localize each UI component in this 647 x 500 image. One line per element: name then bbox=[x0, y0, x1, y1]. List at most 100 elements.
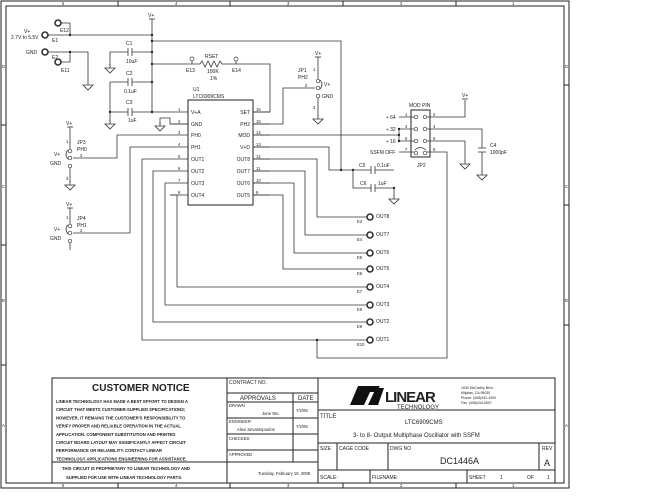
zone-col: 1 bbox=[512, 1, 515, 6]
e1-label: E1 bbox=[52, 38, 58, 44]
vin-range-label: 2.7V to 5.5V bbox=[11, 35, 39, 41]
c1-label: C1 bbox=[126, 41, 133, 47]
checked-label: CHECKED bbox=[229, 436, 249, 441]
of-label: OF bbox=[527, 475, 534, 481]
ic-pin-number: 15 bbox=[256, 119, 261, 124]
ic-pin-number: 8 bbox=[178, 190, 181, 195]
turret-ref: E6 bbox=[357, 271, 363, 276]
output-turret-out1[interactable] bbox=[366, 336, 374, 344]
vplus-label: V+ bbox=[66, 202, 72, 208]
turret-ref: E4 bbox=[357, 237, 363, 242]
pin-num: 2 bbox=[433, 112, 436, 117]
pin-num: 1 bbox=[405, 112, 408, 117]
dwg-number: DC1446A bbox=[440, 456, 479, 466]
vplus-label: V+ bbox=[24, 29, 30, 35]
notice-line: HOWEVER, IT REMAINS THE CUSTOMER'S RESPO… bbox=[56, 415, 186, 420]
title-part: LTC6909CMS bbox=[405, 420, 443, 426]
output-turret-out2[interactable] bbox=[366, 318, 374, 326]
turret-e1 bbox=[41, 31, 49, 39]
output-turret-out8[interactable] bbox=[366, 213, 374, 221]
jp3-signal: PH0 bbox=[77, 147, 87, 153]
drawn-date: 7/2/08 bbox=[296, 408, 308, 413]
jp3-vplus-label: V+ bbox=[54, 152, 60, 158]
mod-div64-label: ÷ 64 bbox=[386, 115, 396, 121]
output-turret-out7[interactable] bbox=[366, 231, 374, 239]
output-turret-out5[interactable] bbox=[366, 265, 374, 273]
pin-num: 1 bbox=[66, 215, 69, 220]
ic-pin-name: OUT1 bbox=[191, 157, 205, 163]
zone-row: D bbox=[565, 64, 568, 69]
print-date: Tuesday, February 10, 2009 bbox=[258, 471, 311, 476]
zone-row: C bbox=[2, 184, 5, 189]
output-turret-out3[interactable] bbox=[366, 301, 374, 309]
rev-value: A bbox=[544, 458, 550, 468]
approved-label: APPROVED bbox=[229, 452, 252, 457]
rset-tolerance: 1% bbox=[210, 76, 218, 82]
c2-label: C2 bbox=[126, 71, 133, 77]
jumper-jp4[interactable]: JP4 PH1 V+ V+ GND 1 2 bbox=[50, 202, 87, 250]
logo-text: LINEAR bbox=[385, 389, 436, 406]
ic-pin-number: 1 bbox=[178, 107, 181, 112]
jp4-vplus-label: V+ bbox=[54, 227, 60, 233]
e13-label: E13 bbox=[186, 68, 195, 74]
vplus-label: V+ bbox=[315, 51, 321, 57]
dwg-label: DWG NO bbox=[390, 446, 411, 452]
e14-label: E14 bbox=[232, 68, 241, 74]
zone-col: 3 bbox=[287, 1, 290, 6]
scale-label: SCALE: bbox=[320, 475, 338, 481]
ic-pin-name: PH1 bbox=[191, 145, 201, 151]
ic-pin-name: SET bbox=[240, 110, 250, 116]
jumper-jp2[interactable]: MOD PIN JP2 ÷ 64 ÷ 32 ÷ 16 SSFM OFF 1 2 … bbox=[370, 93, 507, 181]
zone-col: 3 bbox=[287, 483, 290, 488]
ic-part: LTC6909CMS bbox=[193, 94, 225, 100]
ic-pin-name: OUT7 bbox=[237, 169, 251, 175]
size-label: SIZE bbox=[320, 446, 332, 452]
ic-pin-name: OUT5 bbox=[237, 193, 251, 199]
zone-col: 4 bbox=[175, 483, 178, 488]
cage-label: CAGE CODE bbox=[339, 446, 370, 452]
c5-value: 0.1uF bbox=[377, 163, 390, 169]
ic-pin-name: PH2 bbox=[240, 122, 250, 128]
c1-value: 10uF bbox=[126, 59, 137, 65]
address-line: Phone: (408)432-1900 bbox=[461, 396, 496, 400]
output-turret-out4[interactable] bbox=[366, 283, 374, 291]
zone-row: A bbox=[2, 423, 5, 428]
e2-label: E2 bbox=[52, 55, 58, 61]
ic-ref: U1 bbox=[193, 87, 200, 93]
pin-num: 2 bbox=[80, 228, 83, 233]
ic-pin-number: 6 bbox=[178, 166, 181, 171]
engineer-name: Alexi Sevastopoulos bbox=[237, 427, 275, 432]
jumper-jp1[interactable]: JP1 PH2 V+ V+ GND 1 2 3 bbox=[298, 51, 334, 125]
zone-col: 5 bbox=[62, 1, 65, 6]
output-label: OUT7 bbox=[376, 232, 390, 238]
proprietary-line: THIS CIRCUIT IS PROPRIETARY TO LINEAR TE… bbox=[62, 466, 190, 471]
rset-label: RSET bbox=[205, 54, 218, 60]
output-label: OUT2 bbox=[376, 319, 390, 325]
output-label: OUT1 bbox=[376, 337, 390, 343]
ic-pin-name: MOD bbox=[238, 133, 250, 139]
sheet-total: 1 bbox=[547, 475, 550, 481]
gnd-label: GND bbox=[26, 50, 38, 56]
zone-col: 2 bbox=[400, 483, 403, 488]
jp2-title: MOD PIN bbox=[409, 103, 431, 109]
approvals-header: APPROVALS bbox=[240, 396, 276, 402]
c6-label: C6 bbox=[360, 181, 367, 187]
sheet-label: SHEET bbox=[469, 475, 486, 481]
ic-pin-number: 11 bbox=[256, 166, 261, 171]
zone-row: B bbox=[2, 298, 5, 303]
jp4-ref: JP4 bbox=[77, 216, 86, 222]
output-turret-out6[interactable] bbox=[366, 249, 374, 257]
jumper-jp3[interactable]: JP3 PH0 V+ V+ GND 1 2 3 bbox=[50, 121, 87, 191]
mod-div16-label: ÷ 16 bbox=[386, 139, 396, 145]
jp4-signal: PH1 bbox=[77, 223, 87, 229]
rset-resistor: E13 E14 RSET 100K 1% bbox=[152, 54, 271, 113]
turret-ref: E7 bbox=[357, 289, 363, 294]
mod-div32-label: ÷ 32 bbox=[386, 127, 396, 133]
c4-label: C4 bbox=[490, 143, 497, 149]
filename-label: FILENAME: bbox=[372, 475, 398, 481]
notice-line: CIRCUIT BOARD LAYOUT MAY SIGNIFICANTLY A… bbox=[56, 440, 186, 445]
ic-pin-name: OUT4 bbox=[191, 193, 205, 199]
ssfm-off-label: SSFM OFF bbox=[370, 150, 395, 156]
title-label: TITLE bbox=[320, 414, 336, 420]
turret-ref: E10 bbox=[357, 342, 365, 347]
